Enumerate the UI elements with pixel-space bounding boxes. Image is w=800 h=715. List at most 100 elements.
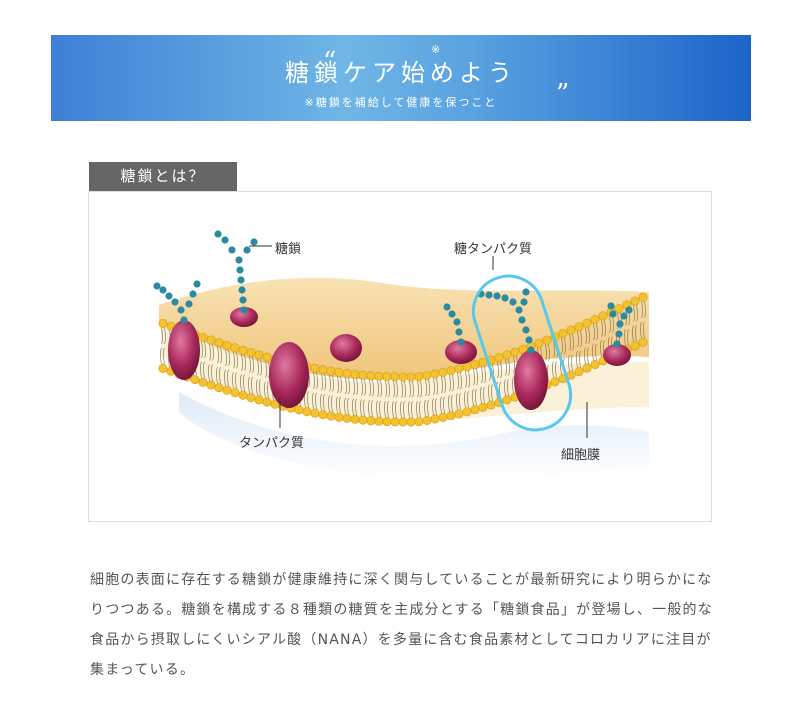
lipid-head	[342, 413, 352, 423]
lipid-head	[382, 417, 392, 427]
lipid-tail	[411, 380, 414, 419]
lipid-head	[406, 417, 416, 427]
lipid-head	[502, 350, 512, 360]
sugar-bead	[520, 298, 528, 306]
lipid-head	[438, 367, 448, 377]
lipid-tail	[376, 380, 379, 418]
cell-membrane-diagram: 糖鎖 糖タンパク質 タンパク質 細胞膜	[88, 191, 712, 522]
sugar-bead	[616, 320, 624, 328]
sugar-bead	[153, 282, 161, 290]
sugar-bead	[515, 306, 523, 314]
lipid-tail	[587, 327, 590, 365]
lipid-heads	[158, 292, 648, 427]
lipid-tail	[427, 379, 430, 417]
lipid-tail	[347, 377, 350, 415]
lipid-head	[318, 365, 328, 375]
lipid-tail	[456, 372, 459, 410]
lipid-tail	[259, 358, 262, 396]
lipid-tail	[336, 376, 339, 414]
lipid-head	[438, 412, 448, 422]
label-cell-membrane: 細胞膜	[561, 448, 601, 463]
sugar-bead	[177, 306, 185, 314]
sugar-bead	[250, 238, 258, 246]
banner-subtitle: ※糖鎖を補給して健康を保つこと	[304, 96, 498, 109]
lipid-tail	[200, 341, 203, 379]
lipid-head	[206, 380, 216, 390]
lipid-tail	[360, 379, 363, 417]
lipid-head	[374, 416, 384, 426]
lipid-tail	[208, 343, 211, 382]
sugar-bead	[237, 276, 245, 284]
sugar-bead	[228, 246, 236, 254]
sugar-bead	[522, 326, 530, 334]
lipid-tail	[344, 377, 347, 415]
lipid-tail	[432, 377, 435, 416]
lipid-head	[518, 344, 528, 354]
lipid-tail	[475, 368, 478, 406]
lipid-head	[310, 363, 320, 373]
sugar-bead	[525, 336, 533, 344]
description-paragraph: 細胞の表面に存在する糖鎖が健康維持に深く関与していることが最新研究により明らかに…	[90, 572, 713, 678]
lipid-tail	[600, 319, 603, 357]
lipid-tail	[635, 304, 638, 343]
sugar-bead	[236, 266, 244, 274]
lipid-tail	[235, 351, 238, 389]
lipid-head	[574, 322, 584, 332]
hero-banner: “ 糖鎖ケア始めよう ※ ※糖鎖を補給して健康を保つこと ”	[51, 35, 751, 121]
sugar-bead	[180, 316, 188, 324]
lipid-head	[430, 414, 440, 424]
label-protein: タンパク質	[239, 436, 305, 451]
lipid-tail	[264, 361, 267, 399]
lipid-head	[422, 415, 432, 425]
lipid-head	[414, 372, 424, 382]
lipid-tail	[328, 375, 331, 413]
sugar-bead	[522, 288, 530, 296]
lipid-head	[582, 363, 592, 373]
lipid-tail	[323, 373, 326, 411]
sugar-bead	[615, 330, 623, 338]
glycoprotein	[514, 350, 548, 410]
quote-close-mark: ”	[556, 79, 570, 109]
lipid-head	[486, 400, 496, 410]
lipid-tail	[339, 376, 342, 414]
section-tab-what-is-glycan: 糖鎖とは？	[89, 162, 237, 191]
lipid-head	[470, 360, 480, 370]
lipid-tail	[632, 304, 635, 343]
lipid-head	[390, 417, 400, 427]
lipid-head	[494, 353, 504, 363]
lipid-tail	[211, 343, 214, 382]
membrane-illustration	[153, 230, 649, 481]
lipid-head	[542, 335, 552, 345]
membrane-shadow	[179, 392, 649, 481]
lipid-tail	[368, 379, 371, 417]
lipid-head	[590, 360, 600, 370]
lipid-head	[342, 368, 352, 378]
label-glycoprotein: 糖タンパク質	[454, 242, 533, 257]
lipid-tail	[160, 327, 163, 365]
lipid-tail	[640, 301, 643, 339]
lipid-tail	[227, 349, 230, 387]
lipid-tail	[387, 380, 390, 418]
sugar-bead	[493, 292, 501, 300]
lipid-tail	[464, 370, 467, 408]
lipid-head	[214, 383, 224, 393]
lipid-head	[158, 318, 168, 328]
quote-open-mark: “	[323, 47, 337, 77]
lipid-head	[382, 372, 392, 382]
lipid-tail	[512, 356, 515, 394]
sugar-bead	[189, 290, 197, 298]
lipid-head	[446, 411, 456, 421]
lipid-tail	[448, 374, 451, 412]
lipid-head	[318, 410, 328, 420]
lipid-tail	[440, 376, 443, 414]
lipid-head	[398, 372, 408, 382]
sugar-bead	[455, 328, 463, 336]
lipid-head	[190, 375, 200, 385]
lipid-head	[246, 348, 256, 358]
lipid-head	[422, 370, 432, 380]
lipid-tail	[576, 330, 579, 368]
sugar-bead	[240, 306, 248, 314]
sugar-bead	[518, 316, 526, 324]
lipid-tail	[395, 380, 398, 418]
lipid-tail	[643, 301, 646, 339]
